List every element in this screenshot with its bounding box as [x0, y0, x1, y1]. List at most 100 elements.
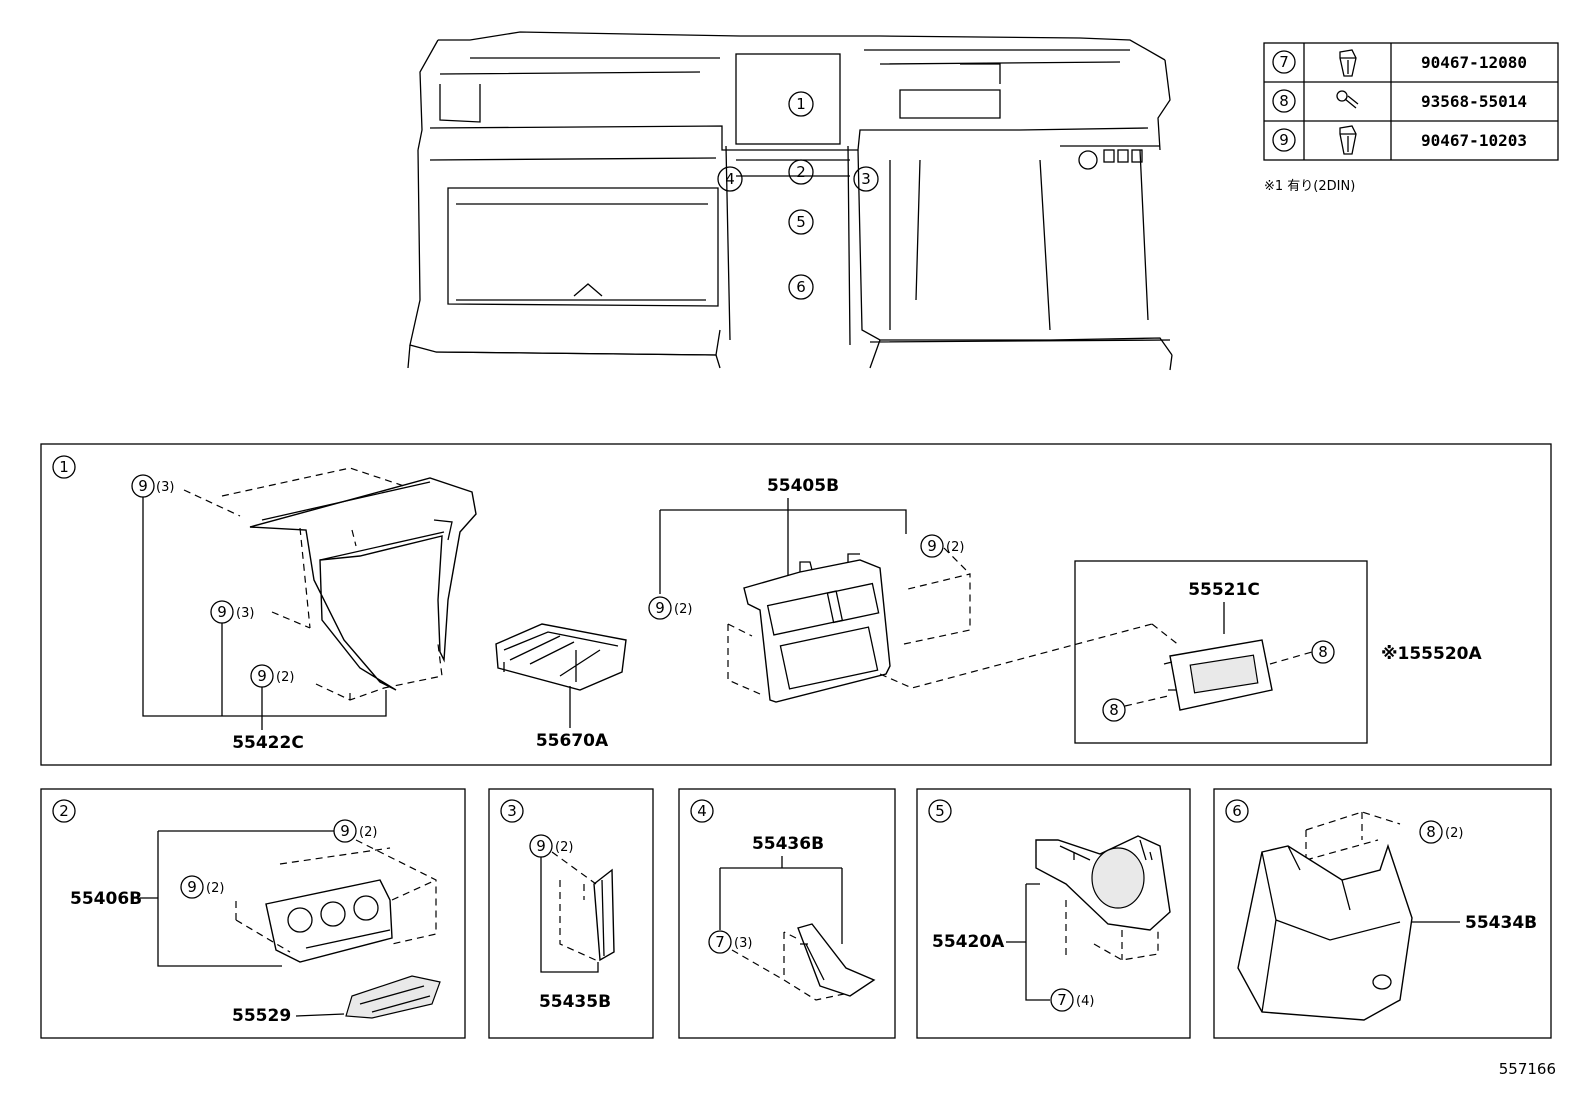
group-6: 6 8 (2) 55434B	[1213, 788, 1552, 1039]
overview-callout-5: 5	[788, 209, 814, 235]
svg-text:(2): (2)	[555, 840, 573, 855]
part-55436B-trim	[797, 923, 876, 997]
svg-text:9: 9	[138, 477, 148, 495]
svg-text:(3): (3)	[734, 936, 752, 951]
clip-icon	[1339, 49, 1357, 77]
svg-text:93568-55014: 93568-55014	[1421, 92, 1527, 111]
part-label-55434B: 55434B	[1465, 913, 1537, 933]
svg-text:1: 1	[796, 95, 806, 113]
part-label-55405B: 55405B	[767, 476, 839, 496]
group-1: 1 9 (3) 9 (3) 9 (2) 55422C	[40, 443, 1552, 766]
hardware-row-8: 8 93568-55014	[1272, 89, 1527, 113]
footnote-2din: ※1 有り(2DIN)	[1264, 179, 1355, 194]
instrument-panel-overview	[407, 31, 1173, 371]
svg-text:8: 8	[1109, 701, 1119, 719]
clip-icon	[1339, 125, 1357, 155]
svg-text:4: 4	[725, 170, 735, 188]
svg-text:9: 9	[340, 822, 350, 840]
part-55422C-panel	[249, 477, 477, 691]
svg-text:2: 2	[796, 163, 806, 181]
part-55434B-console	[1237, 843, 1413, 1021]
svg-text:9: 9	[655, 599, 665, 617]
svg-text:4: 4	[697, 802, 707, 820]
part-55406B-panel	[265, 879, 393, 963]
svg-text:9: 9	[1279, 131, 1289, 149]
illustration-number: 557166	[1499, 1060, 1556, 1078]
svg-text:9: 9	[187, 878, 197, 896]
callout-8-b: 8	[1102, 698, 1126, 722]
svg-text:1: 1	[59, 458, 69, 476]
svg-text:6: 6	[796, 278, 806, 296]
svg-text:9: 9	[536, 837, 546, 855]
svg-text:(3): (3)	[236, 606, 254, 621]
part-label-55435B: 55435B	[539, 992, 611, 1012]
part-55520A-box	[1074, 560, 1368, 744]
svg-text:(3): (3)	[156, 480, 174, 495]
part-label-55529: 55529	[232, 1006, 291, 1026]
part-label-55420A: 55420A	[932, 932, 1005, 952]
group-5: 5 55420A 7 (4)	[916, 788, 1191, 1039]
svg-text:90467-12080: 90467-12080	[1421, 53, 1527, 72]
part-55529-garnish	[345, 975, 441, 1019]
callout-9-d: 9 (2)	[920, 534, 964, 558]
svg-text:(2): (2)	[276, 670, 294, 685]
svg-text:(2): (2)	[206, 881, 224, 896]
callout-9-b: 9 (3)	[210, 600, 254, 624]
callout-9-a: 9 (2)	[529, 834, 573, 858]
callout-9-a: 9 (2)	[333, 819, 377, 843]
callout-8-a: 8	[1311, 640, 1335, 664]
callout-9-a: 9 (3)	[131, 474, 174, 498]
part-55420A-console	[1035, 835, 1171, 931]
group-3: 3 9 (2) 55435B	[488, 788, 654, 1039]
overview-callout-6: 6	[788, 274, 814, 300]
callout-7-a: 7 (4)	[1050, 988, 1094, 1012]
svg-text:8: 8	[1426, 823, 1436, 841]
part-label-55670A: 55670A	[536, 731, 609, 751]
svg-text:6: 6	[1232, 802, 1242, 820]
svg-text:8: 8	[1318, 643, 1328, 661]
part-label-55521C: 55521C	[1188, 580, 1260, 600]
callout-9-c: 9 (2)	[250, 664, 294, 688]
group-4: 4 55436B 7 (3)	[678, 788, 896, 1039]
svg-text:3: 3	[507, 802, 517, 820]
svg-text:(2): (2)	[1445, 826, 1463, 841]
svg-text:3: 3	[861, 170, 871, 188]
hardware-table: 7 90467-12080 8 93568-55014 9 90467-1020	[1263, 42, 1559, 161]
hardware-row-9: 9 90467-10203	[1272, 125, 1527, 155]
callout-7-a: 7 (3)	[708, 930, 752, 954]
part-55405B-bezel	[743, 553, 891, 703]
hardware-row-7: 7 90467-12080	[1272, 49, 1527, 77]
callout-9-b: 9 (2)	[180, 875, 224, 899]
svg-text:5: 5	[796, 213, 806, 231]
callout-9-e: 9 (2)	[648, 596, 692, 620]
svg-text:(2): (2)	[946, 540, 964, 555]
part-label-55436B: 55436B	[752, 834, 824, 854]
part-55670A-vent	[495, 623, 627, 691]
screw-icon	[1336, 90, 1359, 109]
part-55435B-trim	[593, 868, 615, 962]
overview-callout-1: 1	[788, 91, 814, 117]
svg-text:8: 8	[1279, 92, 1289, 110]
part-label-55406B: 55406B	[70, 889, 142, 909]
overview-callout-2: 2	[788, 159, 814, 185]
svg-text:90467-10203: 90467-10203	[1421, 131, 1527, 150]
callout-8-a: 8 (2)	[1419, 820, 1463, 844]
svg-text:5: 5	[935, 802, 945, 820]
svg-text:9: 9	[217, 603, 227, 621]
part-55521C-unit	[1163, 639, 1273, 711]
svg-text:(2): (2)	[359, 825, 377, 840]
overview-callout-4: 4	[717, 166, 743, 192]
overview-callouts: 1 2 3 4 5 6	[717, 91, 879, 300]
part-label-55422C: 55422C	[232, 733, 304, 753]
part-label-55520A: ※155520A	[1381, 644, 1482, 664]
svg-text:9: 9	[257, 667, 267, 685]
svg-text:2: 2	[59, 802, 69, 820]
overview-callout-3: 3	[853, 166, 879, 192]
svg-text:7: 7	[1057, 991, 1067, 1009]
svg-text:7: 7	[1279, 53, 1289, 71]
group-2: 2 9 (2) 9 (2) 55406B 55529	[40, 788, 466, 1039]
svg-text:7: 7	[715, 933, 725, 951]
svg-text:9: 9	[927, 537, 937, 555]
svg-text:(4): (4)	[1076, 994, 1094, 1009]
